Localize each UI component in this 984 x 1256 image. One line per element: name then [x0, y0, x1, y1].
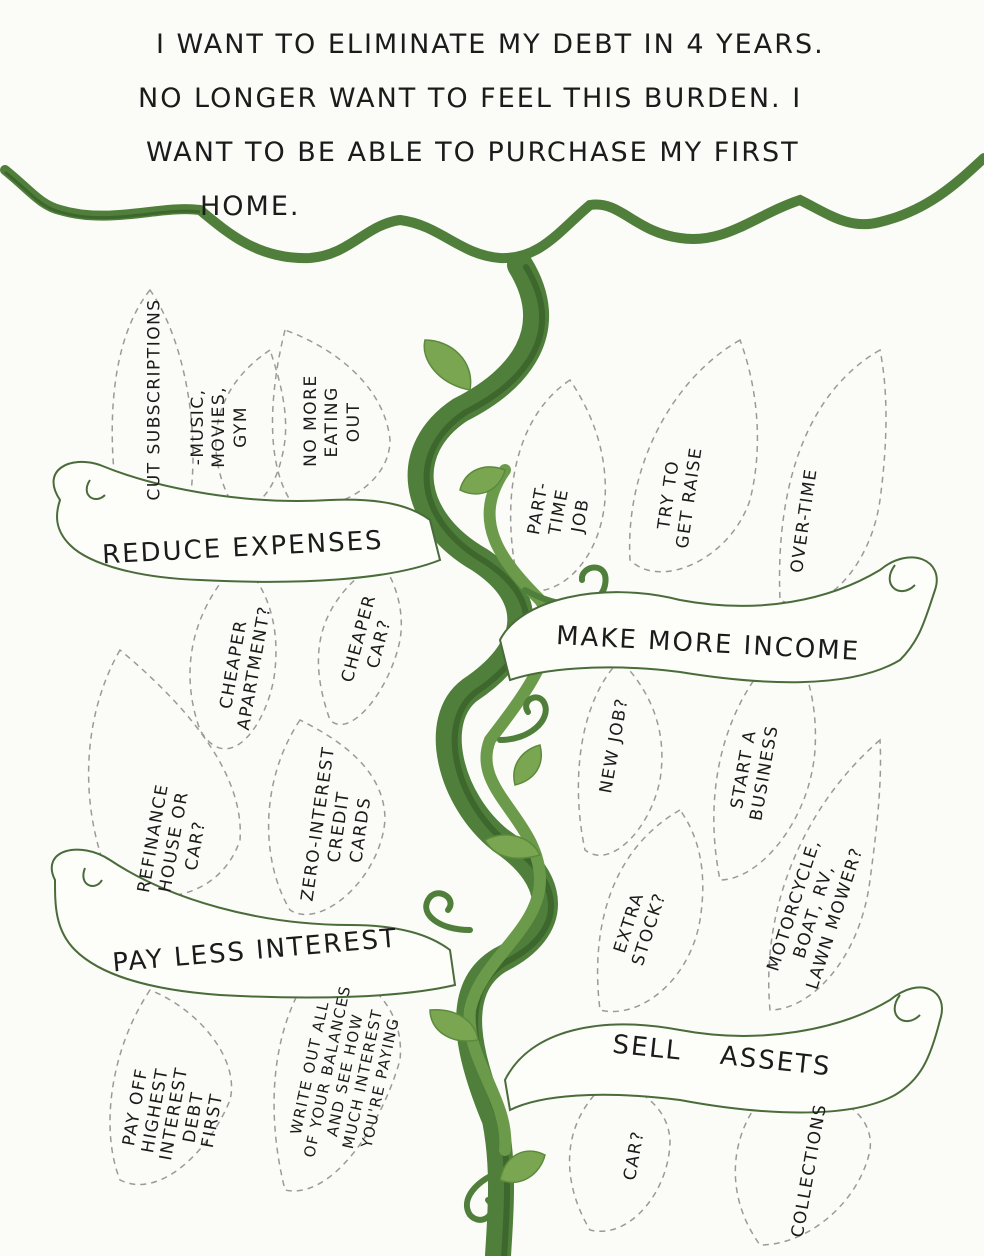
leaf-text-line: -Music, — [188, 388, 209, 466]
leaf-music-movies-gym: -Music, movies, gym — [188, 372, 252, 482]
banner-make-more-income — [498, 556, 938, 684]
leaf-outline — [713, 638, 817, 881]
green-leaf — [429, 1009, 479, 1042]
banners — [50, 460, 943, 1114]
green-leaf — [499, 1150, 546, 1184]
banner-pay-less-interest — [50, 848, 457, 999]
leaf-outline — [509, 378, 607, 593]
leaf-outline — [189, 558, 277, 750]
leaf-outline — [267, 719, 386, 916]
leaf-cut-subscriptions: Cut subscriptions — [144, 298, 165, 501]
goal-line: home. — [200, 191, 301, 222]
goal-statement: I want to eliminate my debt in 4 years. … — [138, 18, 958, 234]
leaf-text-line: No more — [301, 374, 322, 467]
leaf-text-line: gym — [230, 405, 251, 448]
leaf-outline — [273, 959, 402, 1192]
green-leaf — [423, 339, 472, 391]
banner-sell-assets — [503, 986, 943, 1114]
green-leaf — [483, 834, 542, 859]
leaf-outline — [596, 809, 704, 1013]
cloud-outline — [0, 153, 984, 264]
leaf-text-line: out — [343, 401, 364, 443]
green-leaf — [513, 744, 542, 786]
goal-line: want to be able to purchase my first — [146, 137, 800, 168]
leaf-outline — [577, 658, 663, 856]
leaf-outline — [768, 738, 882, 1011]
leaf-outline — [87, 648, 241, 898]
leaf-no-more-eating-out: No more eating out — [301, 374, 365, 467]
stem-leaves — [423, 339, 546, 1184]
leaf-text-line: Cut subscriptions — [144, 298, 165, 501]
green-leaf — [459, 466, 506, 495]
leaf-outline — [568, 1079, 671, 1233]
leaf-outline — [109, 989, 233, 1186]
banner-reduce-expenses — [52, 460, 442, 583]
leaf-text-line: movies, — [209, 385, 230, 468]
goal-line: I want to eliminate my debt in 4 years. — [156, 29, 825, 60]
goal-line: No longer want to feel this burden. I — [138, 83, 803, 114]
leaf-text-line: eating — [322, 386, 343, 458]
